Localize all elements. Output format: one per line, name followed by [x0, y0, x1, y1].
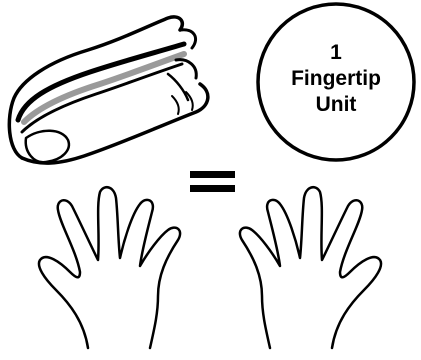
fingertip-with-cream-icon [9, 17, 208, 163]
right-hand-icon [240, 187, 381, 348]
equals-sign-icon [190, 171, 235, 192]
left-hand-icon [39, 187, 180, 348]
unit-label-line1: Fingertip [255, 66, 417, 92]
unit-label-line2: Unit [255, 92, 417, 118]
unit-badge-text: 1 Fingertip Unit [255, 40, 417, 118]
unit-number: 1 [255, 40, 417, 66]
